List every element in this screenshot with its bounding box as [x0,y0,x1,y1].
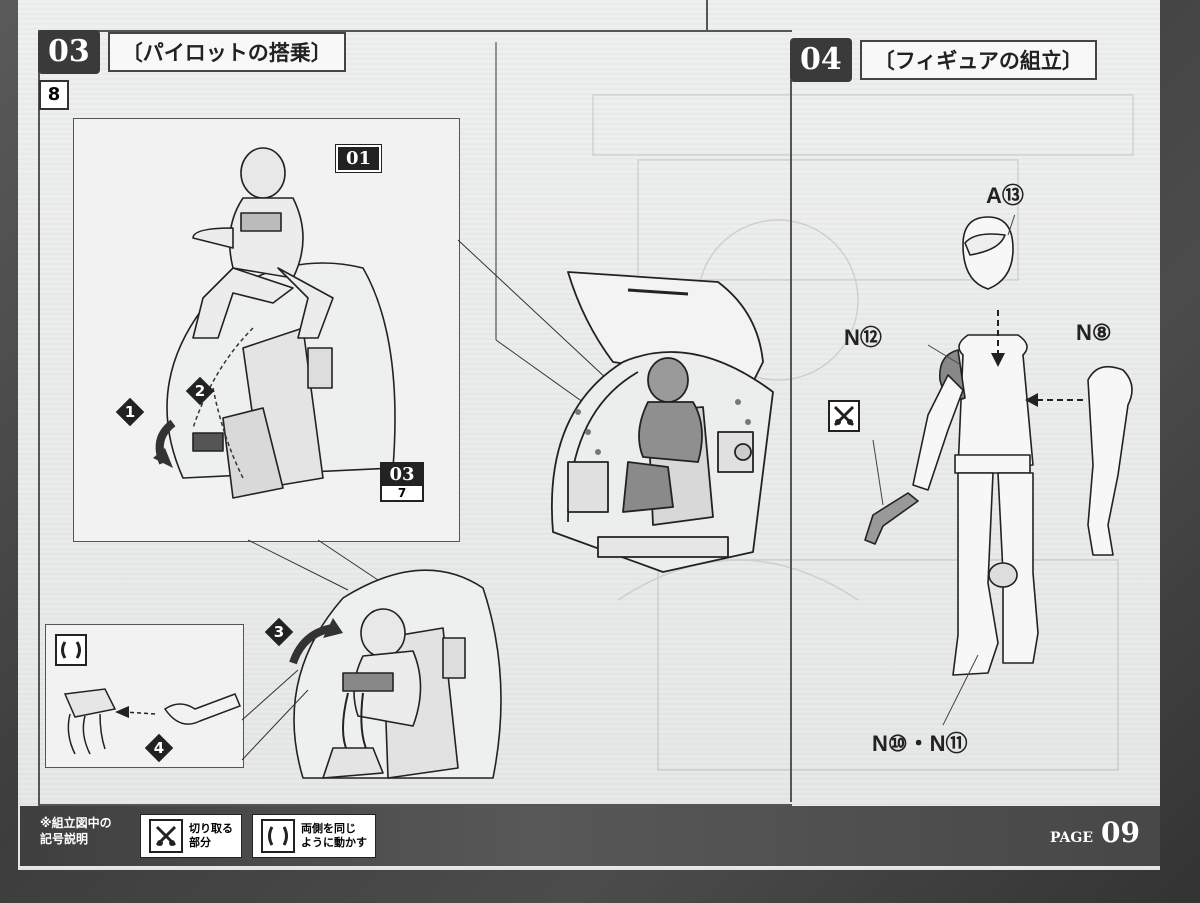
cut-symbol-badge [828,400,860,432]
legend-cut: 切り取る 部分 [140,814,242,858]
symmetric-move-icon [61,641,81,659]
marker-1: 1 [115,397,145,427]
label-left-arm-part: N⑧ [1076,320,1112,345]
step03-panel [38,30,792,806]
legend-symmetric-move: 両側を同じ ように動かす [252,814,376,858]
step04-header: 04 〔フィギュアの組立〕 [790,38,1097,82]
part-tag-seat: 03 7 [380,462,424,502]
marker-3: 3 [264,617,294,647]
label-leg-parts: N⑩・N⑪ [872,731,968,756]
manual-sheet: 03 〔パイロットの搭乗〕 8 [18,0,1160,870]
footer-bar: ※組立図中の 記号説明 切り取る 部分 両側を同じ ように動かす PAGE 09 [20,806,1160,866]
part-tag-seat-sub: 7 [397,486,407,500]
part-tag-pilot: 01 [334,144,383,173]
symmetric-move-legend-icon [261,819,295,853]
top-divider [706,0,708,30]
step03-number: 03 [38,30,100,74]
step04-title: 〔フィギュアの組立〕 [859,40,1097,80]
pilot-seating-illustration [153,147,396,499]
cut-legend-icon [149,819,183,853]
figure-assembly-illustration [864,215,1133,726]
marker-2: 2 [185,376,215,406]
symmetric-move-badge [55,634,87,666]
step-divider [790,80,792,802]
step04-number: 04 [790,38,852,82]
marker-4: 4 [144,733,174,763]
page-number-value: 09 [1101,816,1140,849]
nipper-icon [833,405,855,427]
cockpit-illustration [551,271,774,573]
page-label: PAGE [1050,830,1094,846]
page-number: PAGE 09 [1050,816,1140,849]
step03-header: 03 〔パイロットの搭乗〕 [38,30,346,74]
hand-attach-illustration [63,688,241,755]
label-right-arm-part: N⑫ [844,325,882,350]
sub-step-number: 8 [39,80,69,110]
step03-title: 〔パイロットの搭乗〕 [107,32,346,72]
part-tag-seat-number: 03 [382,464,422,486]
pilot-seated-illustration [289,569,502,779]
legend-title: ※組立図中の 記号説明 [40,816,112,846]
label-head-part: A⑬ [986,183,1024,208]
